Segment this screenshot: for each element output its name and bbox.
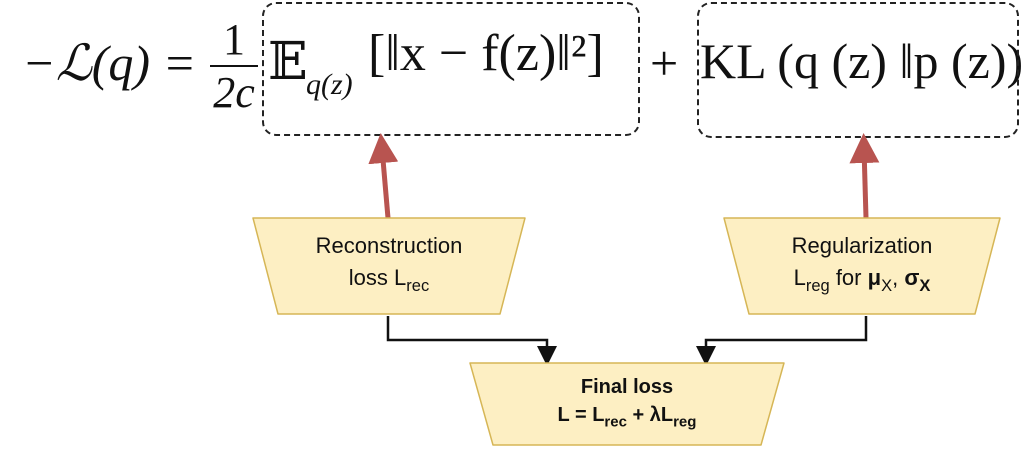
fraction: 1 2c — [206, 14, 262, 118]
reconstruction-label: Reconstruction — [315, 233, 463, 258]
final-loss-label: Final loss — [580, 376, 674, 398]
equation-lhs: −ℒ(q) = — [22, 35, 197, 91]
reconstruction-term: [‖x − f(z)‖²] — [368, 25, 604, 82]
arrow-rec-to-term — [368, 133, 399, 219]
expectation-symbol: 𝔼 — [268, 34, 308, 91]
connector-reg-to-final — [696, 316, 868, 366]
fraction-numerator: 1 — [223, 15, 245, 64]
arrow-reg-to-term — [849, 133, 880, 219]
connector-rec-to-final — [386, 316, 557, 366]
plus-sign: + — [650, 35, 679, 91]
regularization-label: Regularization — [791, 233, 933, 258]
final-loss-box: Final loss L = Lrec + λLreg — [469, 362, 785, 446]
reconstruction-term-highlight — [262, 2, 640, 136]
final-loss-formula: L = Lrec + λLreg — [557, 404, 697, 431]
expectation-subscript: q(z) — [306, 68, 353, 101]
reconstruction-loss-symbol: loss Lrec — [348, 265, 430, 295]
kl-term: KL (q (z) ‖p (z)) — [700, 33, 1024, 89]
regularization-box: Regularization Lreg for μX, σX — [723, 217, 1001, 315]
reconstruction-loss-box: Reconstruction loss Lrec — [252, 217, 526, 315]
regularization-loss-symbol: Lreg for μX, σX — [793, 265, 931, 295]
fraction-denominator: 2c — [213, 68, 255, 117]
